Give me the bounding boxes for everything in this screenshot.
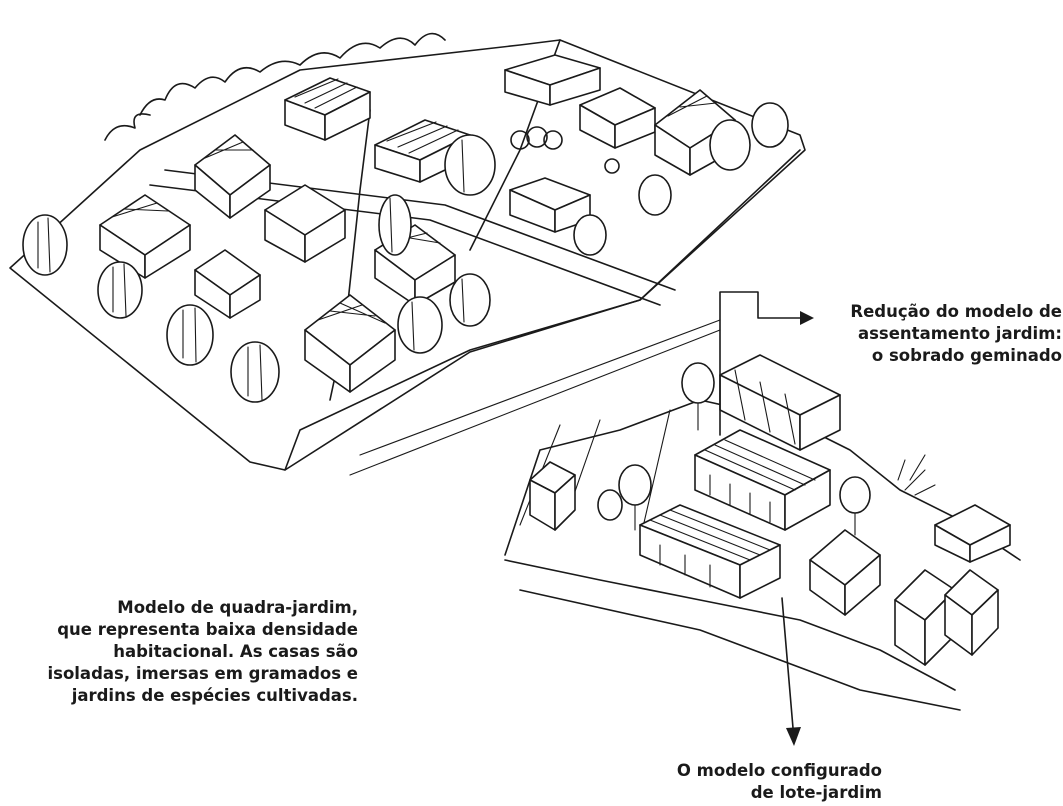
caption-line: de lote-jardim (750, 783, 882, 802)
house (809, 529, 881, 616)
townhouse-block (639, 504, 781, 599)
arrowhead-icon (800, 311, 814, 325)
house (194, 249, 261, 319)
house (264, 184, 346, 263)
house (529, 461, 576, 531)
caption-line: jardins de espécies cultivadas. (71, 686, 358, 705)
caption-line: Modelo de quadra-jardim, (117, 598, 358, 617)
house (934, 504, 1011, 563)
house (579, 87, 656, 149)
house (944, 569, 999, 656)
leader-arrow-bottom (781, 597, 801, 746)
house (509, 177, 591, 233)
garden-block-sketch (9, 32, 806, 476)
caption-lot-garden-model: O modelo configurado de lote-jardim (560, 760, 882, 804)
house (284, 77, 371, 141)
townhouse-block (719, 354, 841, 451)
caption-line: isoladas, imersas em gramados e (47, 664, 358, 683)
house (194, 134, 271, 219)
caption-line: Redução do modelo de (850, 302, 1062, 321)
caption-line: que representa baixa densidade (57, 620, 358, 639)
caption-townhouse-reduction: Redução do modelo de assentamento jardim… (800, 301, 1062, 367)
arrowhead-icon (786, 727, 801, 746)
leader-arrow-top (719, 291, 814, 436)
caption-line: habitacional. As casas são (113, 642, 358, 661)
lot-garden-sketch (504, 354, 1021, 711)
house (304, 294, 396, 393)
caption-line: o sobrado geminado (871, 346, 1062, 365)
caption-garden-block-model: Modelo de quadra-jardim, que representa … (0, 597, 358, 707)
tree-cluster (22, 32, 789, 403)
caption-line: O modelo configurado (676, 761, 882, 780)
caption-line: assentamento jardim: (857, 324, 1062, 343)
house (504, 54, 601, 106)
house (99, 194, 191, 279)
townhouse-block (694, 429, 831, 531)
